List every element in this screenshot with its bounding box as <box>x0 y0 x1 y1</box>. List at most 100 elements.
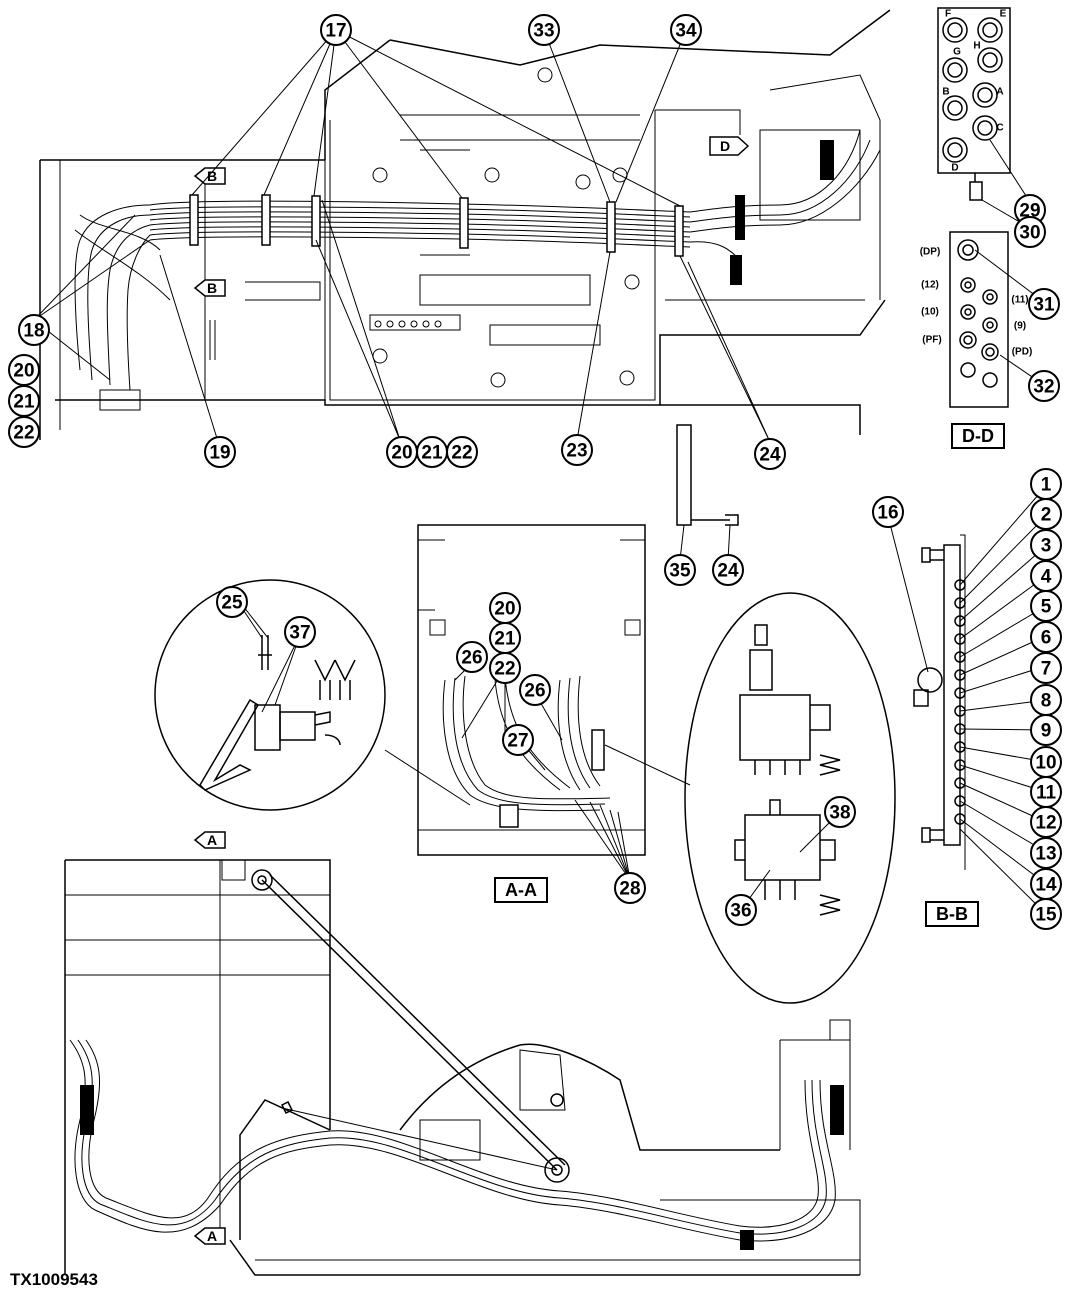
view-dd: F E G H B A C D (DP) (12) (11) (10) (9) … <box>920 7 1033 449</box>
callout-number: 38 <box>829 803 850 824</box>
callout-middle-11: 28 <box>614 872 646 904</box>
callout-middle-3: 25 <box>216 586 248 618</box>
callout-top-12: 24 <box>754 438 786 470</box>
port-label-e: E <box>1000 9 1007 20</box>
port-label-dp: (DP) <box>920 247 941 258</box>
view-label-bb: B-B <box>925 901 979 927</box>
callout-top-8: 20 <box>386 436 418 468</box>
callout-top-5: 21 <box>8 385 40 417</box>
callout-balloon <box>8 416 40 448</box>
callout-balloon <box>872 496 904 528</box>
callout-number: 33 <box>533 21 554 42</box>
svg-text:B-B: B-B <box>936 904 968 924</box>
callout-number: 26 <box>461 648 482 669</box>
svg-text:A-A: A-A <box>505 880 537 900</box>
callout-number: 35 <box>669 561 691 582</box>
callout-number: 24 <box>759 445 781 466</box>
callout-top-10: 22 <box>446 436 478 468</box>
callout-middle-6: 21 <box>489 622 521 654</box>
callout-dd-2: 31 <box>1028 288 1060 320</box>
callout-number: 21 <box>13 392 35 413</box>
callout-balloon <box>18 314 50 346</box>
callout-number: 8 <box>1041 691 1052 712</box>
callout-bb-9: 10 <box>1030 746 1062 778</box>
callout-balloon <box>446 436 478 468</box>
view-label-aa: A-A <box>494 877 548 903</box>
callout-balloon <box>664 554 696 586</box>
callout-number: 22 <box>13 423 34 444</box>
callout-balloon <box>824 796 856 828</box>
svg-text:B: B <box>207 168 217 184</box>
callout-middle-5: 20 <box>489 592 521 624</box>
callout-number: 20 <box>13 361 34 382</box>
callout-number: 3 <box>1041 536 1052 557</box>
callout-number: 12 <box>1035 813 1056 834</box>
callout-balloon <box>614 872 646 904</box>
callout-top-1: 33 <box>528 14 560 46</box>
callout-middle-2: 16 <box>872 496 904 528</box>
view-aa: A-A <box>417 524 646 903</box>
bottom-assembly-view: A A <box>64 831 861 1276</box>
callout-middle-7: 22 <box>489 652 521 684</box>
callout-number: 32 <box>1033 377 1054 398</box>
callout-bb-1: 2 <box>1030 498 1062 530</box>
callout-number: 15 <box>1035 905 1057 926</box>
callout-number: 27 <box>507 731 528 752</box>
callout-number: 5 <box>1041 597 1052 618</box>
callout-bb-6: 7 <box>1030 652 1062 684</box>
callout-bb-0: 1 <box>1030 468 1062 500</box>
top-assembly-view: B B D <box>39 9 891 440</box>
detail-ellipse-valves <box>684 592 896 1004</box>
callout-number: 26 <box>524 681 545 702</box>
callout-number: 19 <box>209 443 230 464</box>
callout-bb-5: 6 <box>1030 621 1062 653</box>
callout-bb-13: 14 <box>1030 868 1062 900</box>
callout-number: 34 <box>675 21 697 42</box>
callout-top-0: 17 <box>320 14 352 46</box>
callout-number: 20 <box>494 599 515 620</box>
port-label-pf: (PF) <box>922 335 941 346</box>
callout-balloon <box>1014 216 1046 248</box>
callout-balloon <box>1028 370 1060 402</box>
callout-number: 23 <box>566 441 587 462</box>
callout-middle-0: 35 <box>664 554 696 586</box>
callout-bb-14: 15 <box>1030 898 1062 930</box>
callout-top-11: 23 <box>561 434 593 466</box>
callout-balloon <box>754 438 786 470</box>
callout-number: 16 <box>877 503 898 524</box>
callout-bb-3: 4 <box>1030 560 1062 592</box>
callout-balloon <box>320 14 352 46</box>
document-id: TX1009543 <box>10 1270 98 1289</box>
callout-bb-12: 13 <box>1030 837 1062 869</box>
callout-number: 21 <box>494 629 516 650</box>
view-label-dd: D-D <box>951 423 1005 449</box>
callout-bb-11: 12 <box>1030 806 1062 838</box>
callout-balloon <box>712 554 744 586</box>
port-label-10: (10) <box>921 307 939 318</box>
callout-middle-4: 37 <box>284 616 316 648</box>
callout-number: 21 <box>421 443 443 464</box>
callout-middle-12: 38 <box>824 796 856 828</box>
callout-top-4: 20 <box>8 354 40 386</box>
callout-balloon <box>725 894 757 926</box>
callout-balloon <box>561 434 593 466</box>
callout-number: 25 <box>221 593 243 614</box>
callout-balloon <box>528 14 560 46</box>
svg-text:A: A <box>207 1228 217 1244</box>
callout-number: 7 <box>1041 659 1052 680</box>
port-label-f: F <box>945 9 951 20</box>
callout-bb-4: 5 <box>1030 590 1062 622</box>
port-label-pd: (PD) <box>1012 347 1033 358</box>
port-label-12: (12) <box>921 280 939 291</box>
callout-number: 31 <box>1033 295 1055 316</box>
svg-text:B: B <box>207 280 217 296</box>
port-label-g: G <box>953 47 961 58</box>
callout-dd-3: 32 <box>1028 370 1060 402</box>
leader-lines <box>33 29 1047 915</box>
detail-circle-pedal <box>154 579 386 811</box>
callout-top-7: 19 <box>204 436 236 468</box>
callout-number: 14 <box>1035 875 1057 896</box>
callout-number: 28 <box>619 879 640 900</box>
